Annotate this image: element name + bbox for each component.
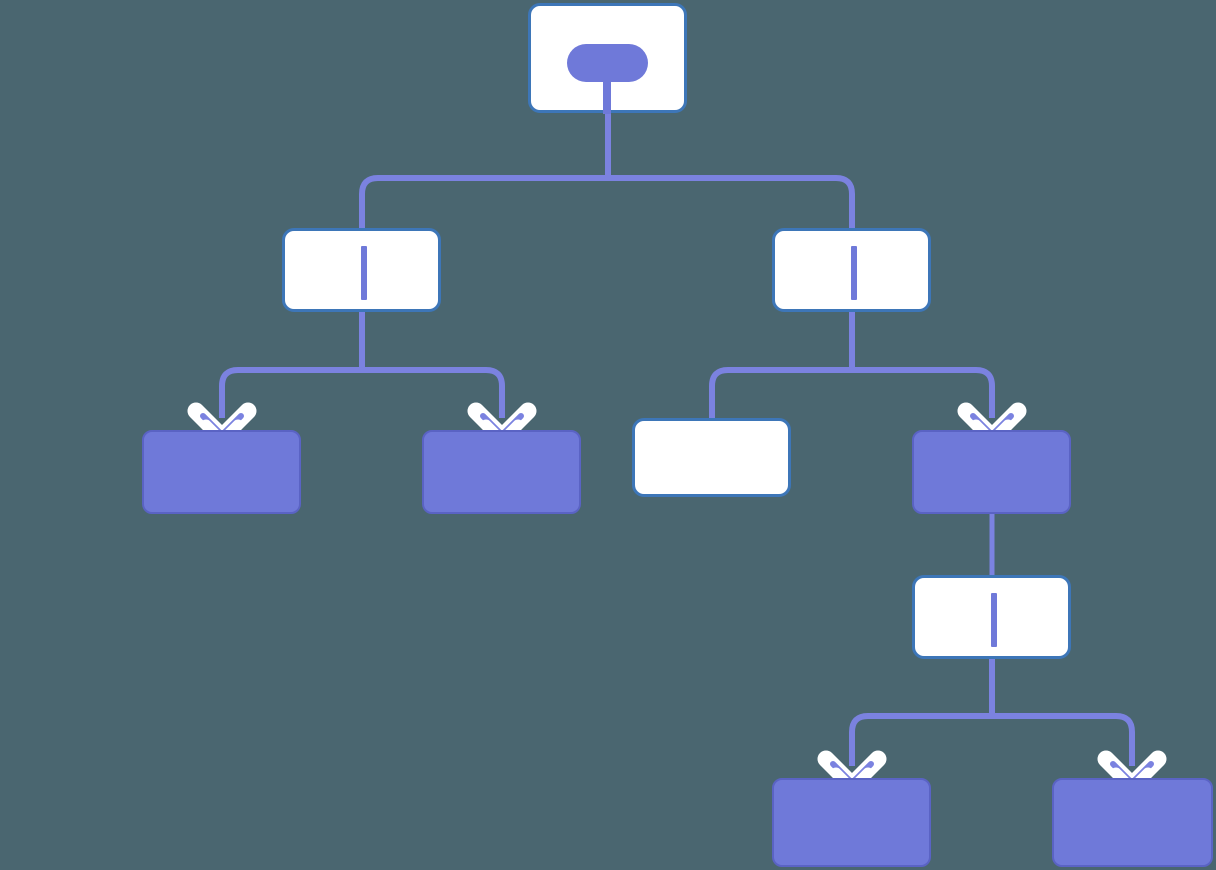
edge-l2b-to-l3c	[709, 367, 852, 418]
node-level3-b[interactable]	[422, 430, 581, 514]
node-level5-b[interactable]	[1052, 778, 1213, 867]
root-stem-marker	[603, 76, 611, 114]
node-level4[interactable]	[912, 575, 1071, 659]
edge-l2b-to-l3d	[852, 367, 995, 418]
root-pill-marker	[567, 44, 648, 82]
bar-marker	[851, 246, 857, 300]
edge-l2a-to-l3a	[219, 367, 362, 418]
node-root[interactable]	[528, 3, 687, 114]
edge-root-to-l2a	[359, 175, 608, 228]
edge-l2a-to-l3b	[362, 367, 505, 418]
node-level3-a[interactable]	[142, 430, 301, 514]
bar-marker	[361, 246, 367, 300]
edge-l4-to-l5a	[849, 713, 992, 766]
bar-marker	[991, 593, 997, 647]
node-level3-c[interactable]	[632, 418, 791, 497]
node-level3-d[interactable]	[912, 430, 1071, 514]
node-level2-left[interactable]	[282, 228, 441, 312]
node-level2-right[interactable]	[772, 228, 931, 312]
edge-l4-to-l5b	[992, 713, 1135, 766]
edge-root-to-l2b	[608, 175, 855, 228]
node-level5-a[interactable]	[772, 778, 931, 867]
